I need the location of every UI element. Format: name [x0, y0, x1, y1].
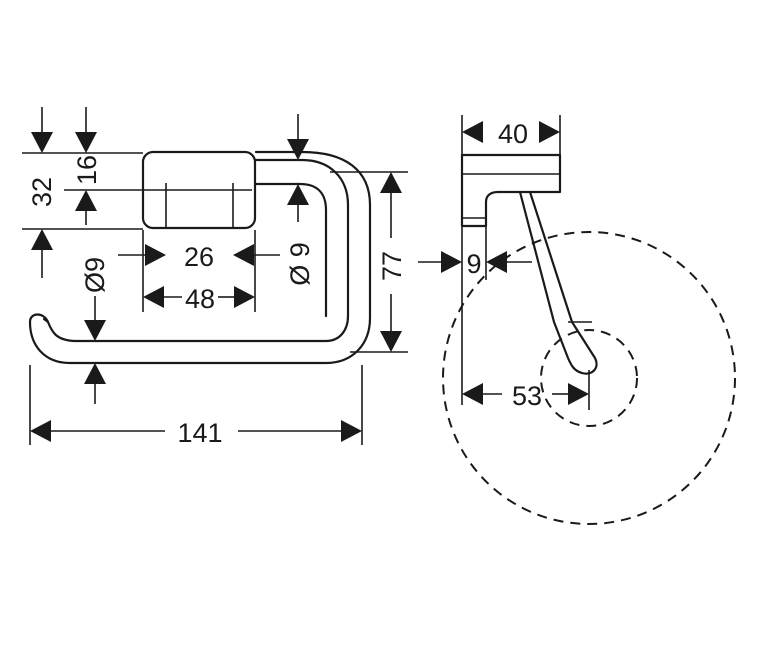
- dim-53-arrowhead-right: [568, 383, 589, 405]
- holder-bar-outer: [28, 158, 350, 343]
- dim-d9-right-arrowhead-bottom: [287, 184, 309, 205]
- dim-40-label: 40: [498, 119, 528, 149]
- holder-bar-return: [254, 182, 328, 318]
- dim-40-arrowhead-left: [462, 121, 483, 143]
- dim-53-arrowhead-left: [462, 383, 483, 405]
- dim-d9-right-label: Ø 9: [285, 242, 315, 286]
- dim-40-arrowhead-right: [539, 121, 560, 143]
- holder-arm: [518, 190, 598, 375]
- dim-53-label: 53: [512, 381, 542, 411]
- dim-77-arrowhead-bottom: [380, 331, 402, 352]
- dim-d9-right-arrowhead-top: [287, 139, 309, 160]
- dim-32-label: 32: [27, 177, 57, 207]
- dim-16-label: 16: [72, 155, 102, 185]
- dim-16-arrowhead-top: [75, 132, 97, 153]
- dim-9-label: 9: [466, 249, 481, 279]
- dim-d9-left-arrowhead-bottom: [84, 363, 106, 384]
- dim-d9-left-label: Ø9: [80, 257, 110, 293]
- holder-bar-left-tip: [42, 317, 50, 324]
- dim-77-label: 77: [377, 251, 407, 281]
- front-view: 32 16 26 48 Ø9 Ø 9 7: [22, 107, 408, 448]
- dim-141-arrowhead-left: [30, 420, 51, 442]
- wall-plate: [460, 153, 562, 228]
- dim-9-arrowhead-right: [486, 251, 507, 273]
- holder-bar-inner: [28, 150, 372, 365]
- roll-core-outline: [540, 329, 638, 427]
- dim-d9-left-arrowhead-top: [84, 320, 106, 341]
- dim-48-label: 48: [185, 284, 215, 314]
- dim-26-arrowhead-right: [233, 244, 254, 266]
- dim-77-arrowhead-top: [380, 172, 402, 193]
- dim-32-arrowhead-bottom: [31, 229, 53, 250]
- dim-32-arrowhead-top: [31, 132, 53, 153]
- side-view: 40 9 53: [418, 115, 736, 525]
- dim-26-arrowhead-left: [145, 244, 166, 266]
- dim-48-arrowhead-left: [143, 286, 164, 308]
- dim-48-arrowhead-right: [234, 286, 255, 308]
- dim-9-arrowhead-left: [441, 251, 462, 273]
- toilet-roll-outline: [442, 231, 736, 525]
- dim-26-label: 26: [184, 242, 214, 272]
- dim-16-arrowhead-bottom: [75, 190, 97, 211]
- dim-141-arrowhead-right: [341, 420, 362, 442]
- dim-141-label: 141: [177, 418, 222, 448]
